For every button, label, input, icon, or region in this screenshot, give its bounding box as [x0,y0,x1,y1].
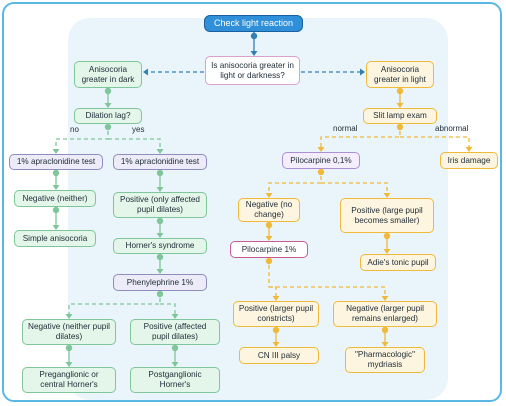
edge-label-yes: yes [132,125,145,134]
node-negative-neither: Negative (neither) [14,190,96,207]
node-iris-damage: Iris damage [440,152,498,169]
node-positive-affected-dilates: Positive (affected pupil dilates) [130,319,220,345]
connector-dot-apra-yes [156,169,164,177]
connector-arrow-pilo1 [265,236,273,241]
connector-dot-no-change [265,221,273,229]
node-apraclonidine-yes: 1% apraclonidine test [113,154,207,170]
connector-arrow-iris [465,147,473,152]
node-pilocarpine-1: Pilocarpine 1% [230,241,308,258]
node-pharmacologic-mydriasis: "Pharmacologic" mydriasis [345,347,425,373]
connector-arrow-simple [52,225,60,230]
node-simple-anisocoria: Simple anisocoria [14,230,96,247]
connector-arrow-dark [143,68,148,76]
connector-pilo1-constricts [268,258,277,300]
node-pilocarpine-01: Pilocarpine 0,1% [282,152,360,169]
connector-dot-phenyl [156,290,164,298]
connector-arrow-slit [396,103,404,108]
connector-arrow-lag [104,103,112,108]
connector-dot-pilo1 [265,257,273,265]
node-light-or-dark-question: Is anisocoria greater in light or darkne… [205,56,300,85]
connector-pilo1-enlarged [269,286,386,300]
node-apraclonidine-no: 1% apraclonidine test [9,154,103,170]
connector-slit-normal [320,124,401,151]
connector-arrow-horner [156,233,164,238]
connector-arrow-cn3 [272,342,280,347]
connector-dot-constricts [272,326,280,334]
connector-arrow-negative [52,185,60,190]
node-negative-neither-dilates: Negative (neither pupil dilates) [22,319,116,345]
node-check-light-reaction: Check light reaction [204,15,303,32]
connector-arrow-apra-no [52,149,60,154]
connector-arrow-phenyl [156,269,164,274]
connector-phenyl-negative [68,291,161,318]
connector-arrow-constricts [272,296,280,301]
node-adies-tonic-pupil: Adie's tonic pupil [360,254,436,271]
connector-arrow-adie [383,249,391,254]
connector-arrow-light [360,68,365,76]
connector-phenyl-positive [160,303,176,318]
node-slit-lamp-exam: Slit lamp exam [363,108,437,124]
connector-lag-no [55,124,109,153]
connector-arrow-no-change [265,193,273,198]
connector-dot-positive [156,217,164,225]
node-phenylephrine: Phenylephrine 1% [113,274,207,291]
connector-dot-pos-dilates [171,344,179,352]
node-greater-in-light: Anisocoria greater in light [366,61,434,88]
connector-pilo01-positive [321,182,388,197]
connector-lag-yes [108,138,161,153]
connector-arrow-postganglionic [171,362,179,367]
connector-dot-pilo01 [317,168,325,176]
node-greater-in-dark: Anisocoria greater in dark [74,61,142,88]
connector-dot-start [250,32,258,40]
connector-dot-dark [104,87,112,95]
connector-arrow-pharma [381,342,389,347]
node-negative-larger-enlarged: Negative (larger pupil remains enlarged) [333,301,437,327]
connector-dot-horner [156,253,164,261]
connector-arrow-neg-dilates [65,314,73,319]
node-negative-no-change: Negative (no change) [238,198,300,222]
connector-arrow-large-smaller [383,193,391,198]
node-positive-large-smaller: Positive (large pupil becomes smaller) [340,198,434,233]
connector-dot-lag [104,123,112,131]
edge-label-normal: normal [333,124,358,133]
connector-dot-negative [52,206,60,214]
node-horners-syndrome: Horner's syndrome [113,238,207,254]
connector-dot-light [396,87,404,95]
node-positive-larger-constricts: Positive (larger pupil constricts) [233,301,319,327]
connector-dot-slit [396,123,404,131]
flowchart-frame: Check light reaction Is anisocoria great… [2,2,502,402]
node-dilation-lag: Dilation lag? [74,108,142,124]
edge-label-abnormal: abnormal [435,124,469,133]
connector-arrow-preganglionic [65,362,73,367]
connector-arrow-positive [156,187,164,192]
edge-label-no: no [70,125,79,134]
connector-dot-neg-dilates [65,344,73,352]
connector-slit-abnormal [400,136,470,151]
connector-arrow-pos-dilates [171,314,179,319]
connector-arrow-pilo01 [317,147,325,152]
connector-dot-enlarged [381,326,389,334]
node-cn3-palsy: CN III palsy [239,347,319,364]
connector-dot-large-smaller [383,232,391,240]
node-postganglionic: Postganglionic Horner's [130,367,220,393]
node-positive-affected: Positive (only affected pupil dilates) [113,192,207,218]
connector-pilo01-negative [268,169,322,197]
connector-arrow-enlarged [381,296,389,301]
connector-arrow-question [250,51,258,56]
connector-arrow-apra-yes [156,149,164,154]
node-preganglionic: Preganglionic or central Horner's [22,367,116,393]
connector-dot-apra-no [52,169,60,177]
